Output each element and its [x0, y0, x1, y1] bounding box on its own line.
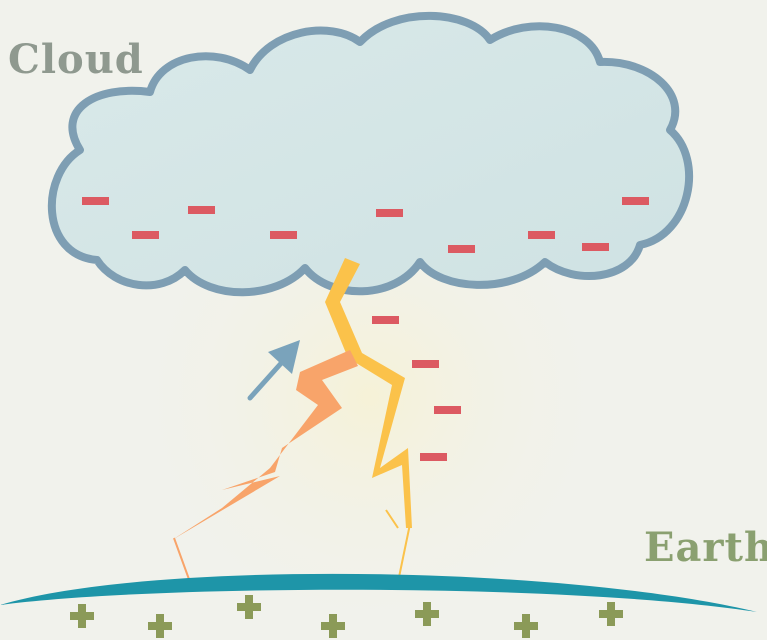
earth-label: Earth	[644, 524, 767, 571]
cloud-label: Cloud	[8, 36, 144, 83]
negative-charge	[376, 209, 403, 217]
negative-charge	[582, 243, 609, 251]
positive-charge	[599, 602, 623, 626]
negative-charge	[434, 406, 461, 414]
positive-charge	[70, 604, 94, 628]
negative-charge	[132, 231, 159, 239]
negative-charge	[528, 231, 555, 239]
negative-charge	[622, 197, 649, 205]
negative-charge	[188, 206, 215, 214]
negative-charge	[270, 231, 297, 239]
negative-charge	[448, 245, 475, 253]
negative-charge	[372, 316, 399, 324]
positive-charge	[514, 614, 538, 638]
positive-charge	[148, 614, 172, 638]
negative-charge	[82, 197, 109, 205]
negative-charge	[412, 360, 439, 368]
negative-charge	[420, 453, 447, 461]
